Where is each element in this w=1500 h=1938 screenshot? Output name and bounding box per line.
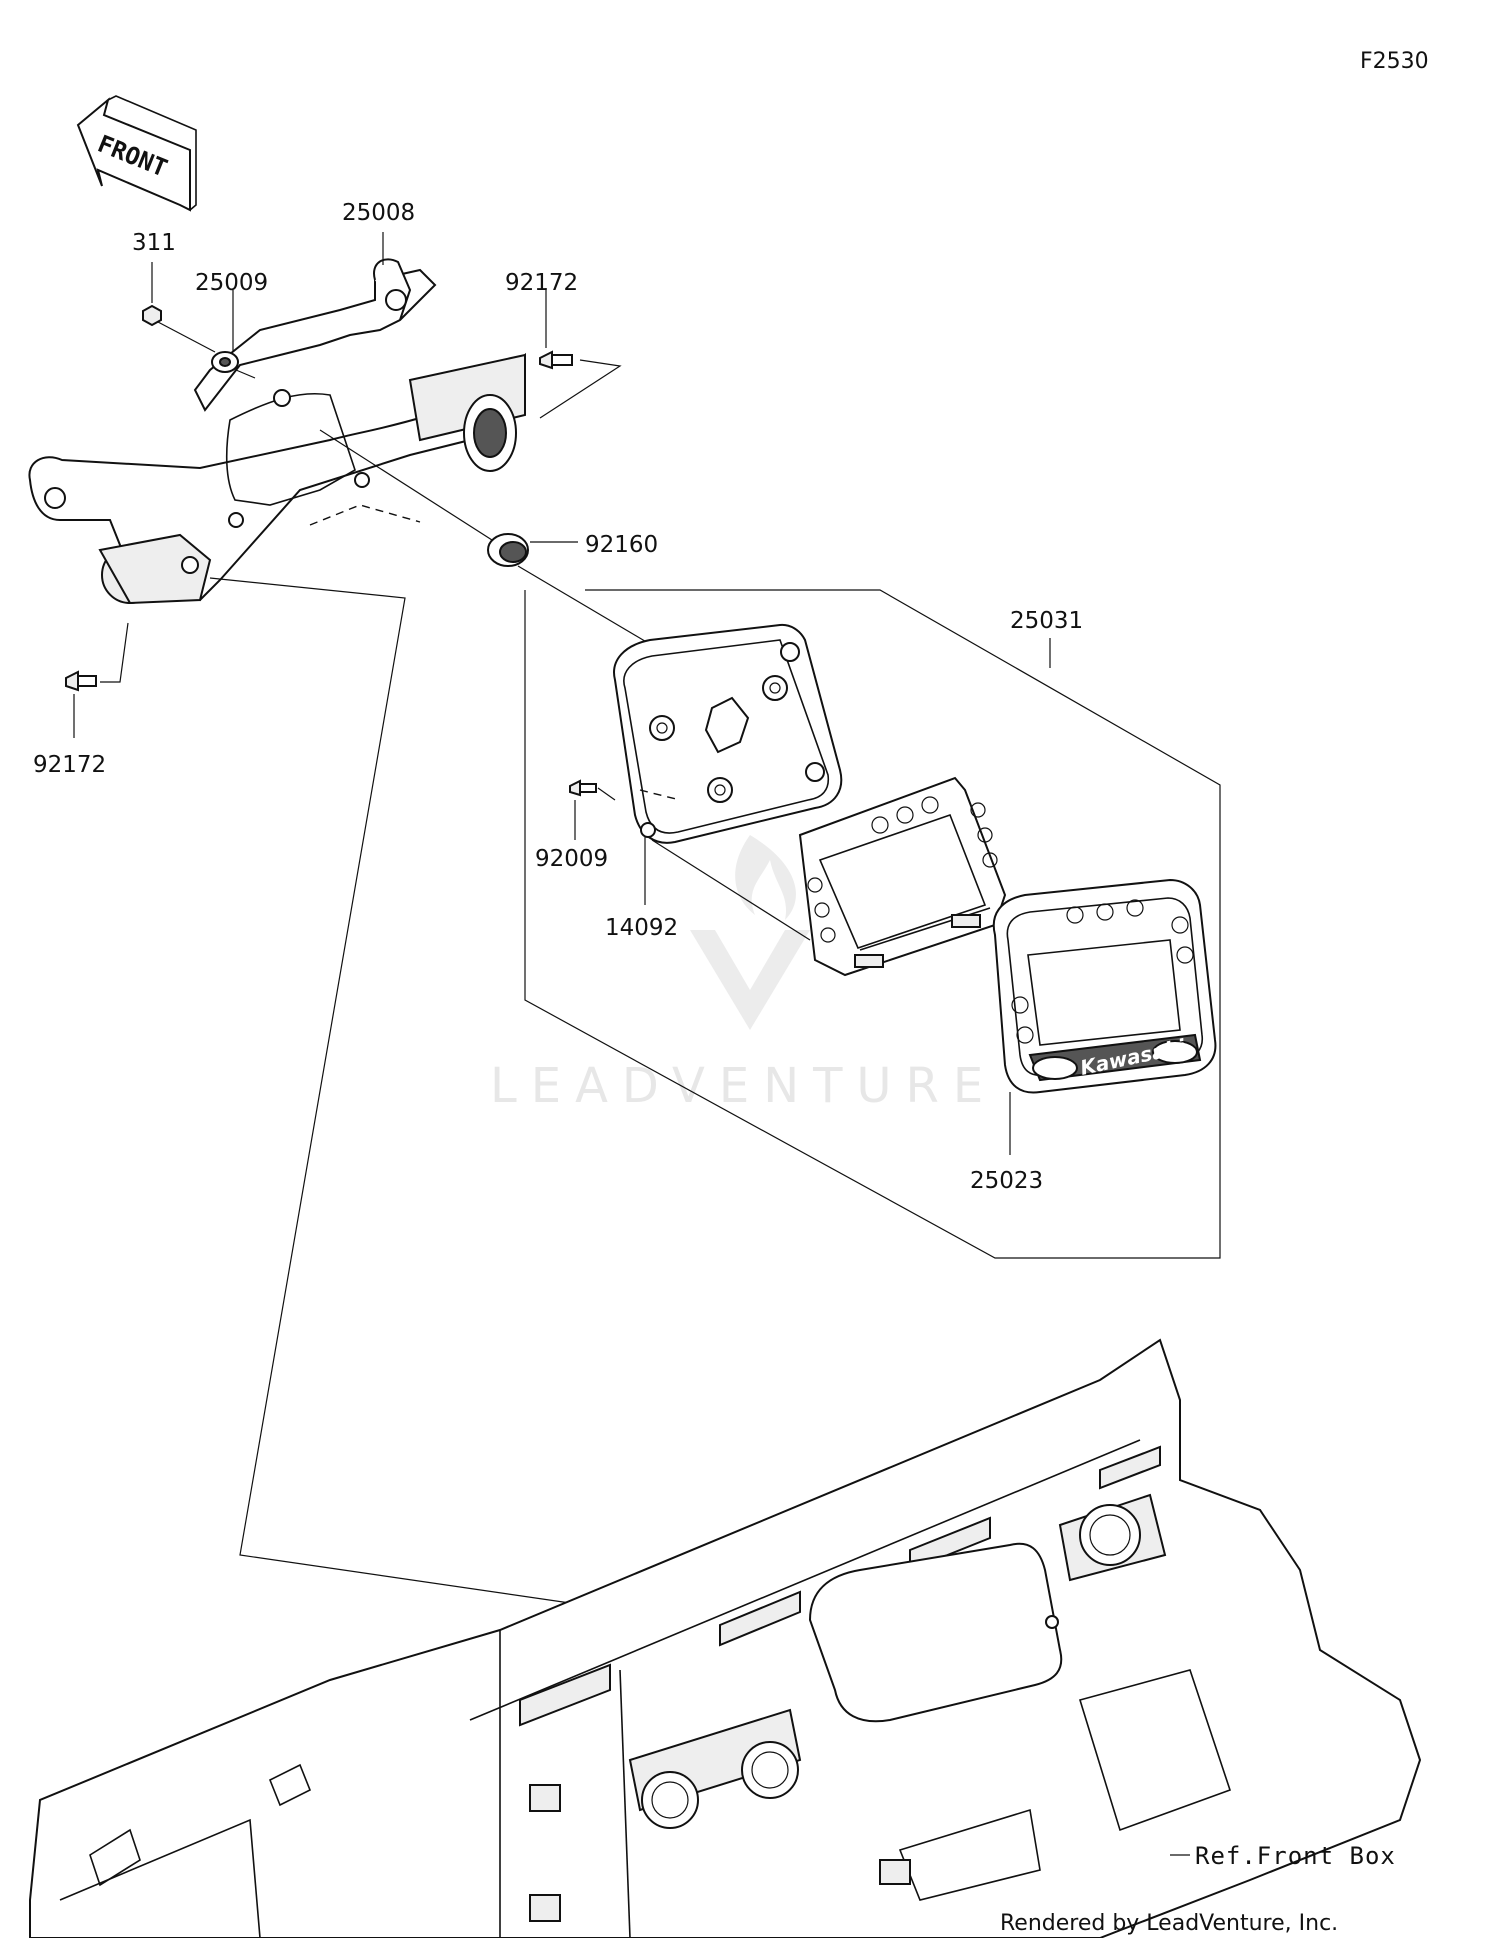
grommet-92160: 92160 [319, 429, 661, 651]
figure-id: F2530 [1360, 49, 1429, 74]
front-arrow: FRONT [76, 95, 197, 212]
label-92172-top: 92172 [505, 270, 578, 296]
bolt-92172-top: 92172 [505, 270, 622, 419]
label-25023: 25023 [970, 1168, 1043, 1194]
watermark: LEADVENTURE [490, 835, 997, 1114]
credit: Rendered by LeadVenture, Inc. [1000, 1911, 1338, 1936]
washer-25009: 25009 [195, 270, 268, 379]
nut-311: 311 [132, 230, 216, 353]
label-25008: 25008 [342, 200, 415, 226]
label-25031: 25031 [1010, 608, 1083, 634]
label-14092: 14092 [605, 915, 678, 941]
watermark-flame-icon [735, 835, 796, 920]
meter-bracket-25008 [28, 258, 526, 605]
watermark-text: LEADVENTURE [490, 1058, 997, 1114]
label-92160: 92160 [585, 532, 658, 558]
label-311: 311 [132, 230, 176, 256]
front-box-reference: Ref.Front Box [29, 1338, 1422, 1938]
label-ref-front-box: Ref.Front Box [1195, 1842, 1396, 1870]
watermark-v-icon [690, 930, 810, 1030]
leader-to-front-box [209, 577, 619, 1611]
label-92009: 92009 [535, 846, 608, 872]
label-25009: 25009 [195, 270, 268, 296]
label-92172-bottom: 92172 [33, 752, 106, 778]
meter-assembly-25031: 25031 92009 14092 [524, 589, 1221, 1259]
bolt-92172-bottom: 92172 [33, 622, 129, 778]
